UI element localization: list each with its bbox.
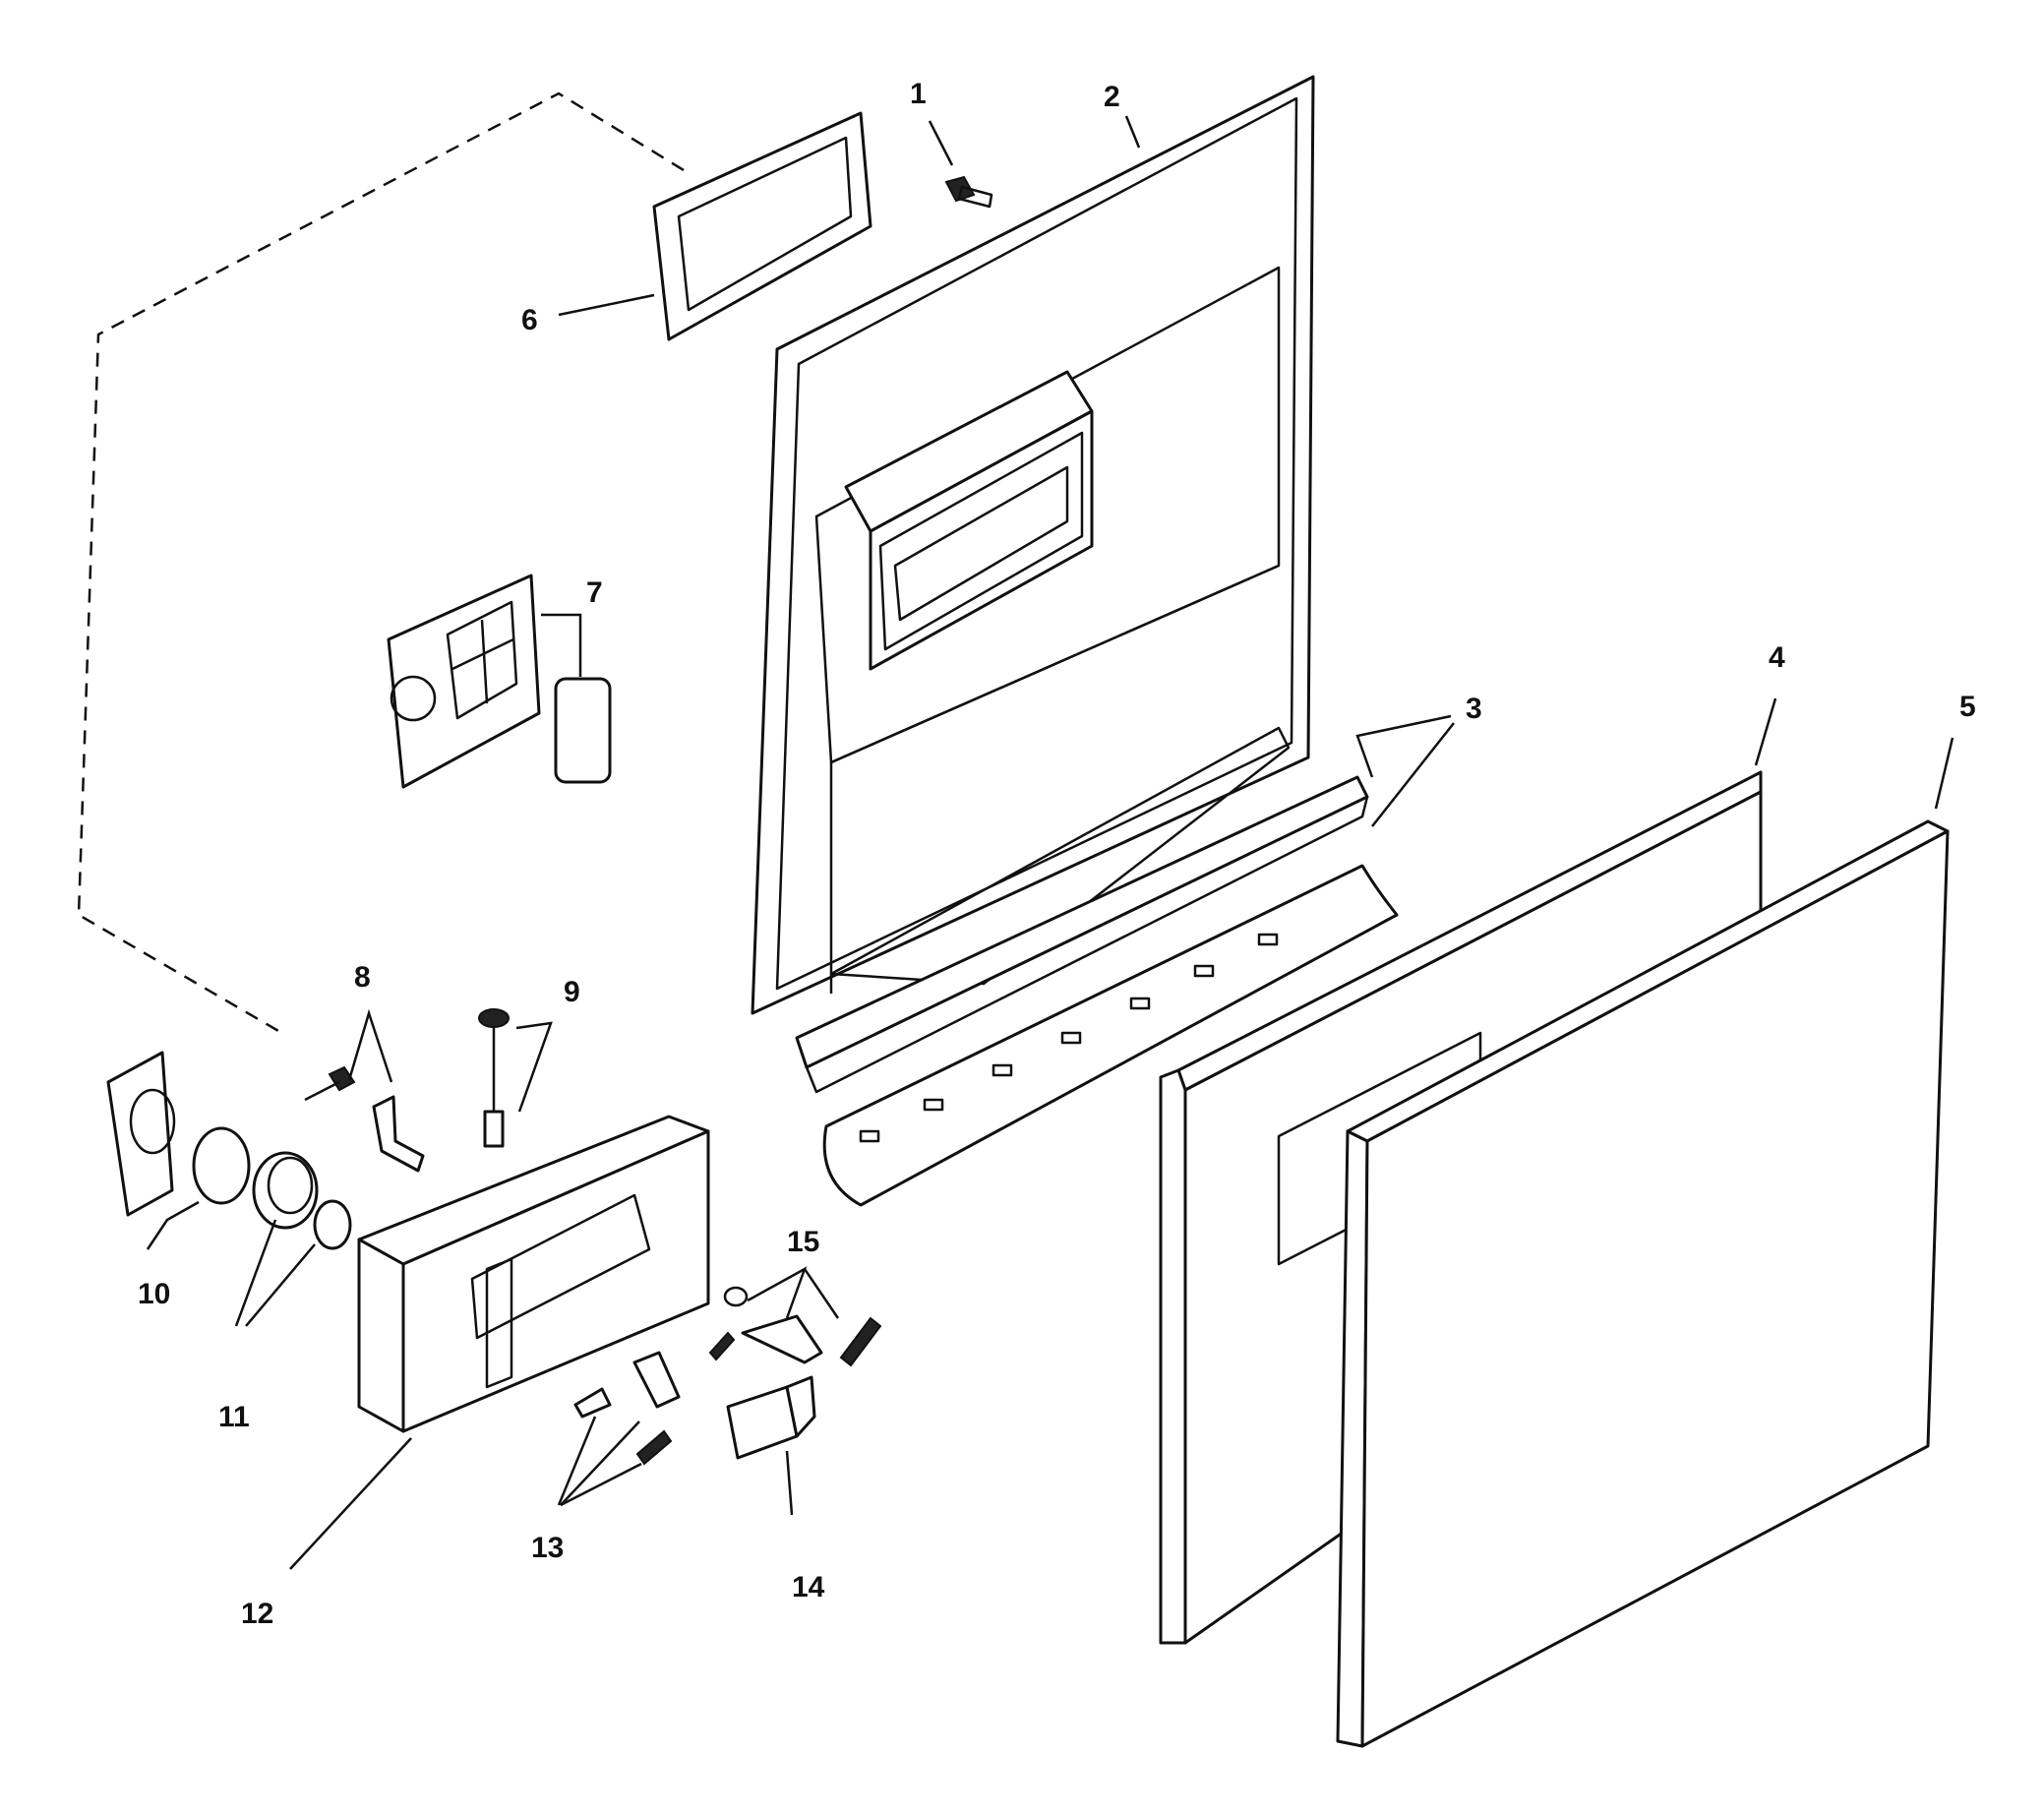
callout-2: 2 <box>1104 81 1120 113</box>
micro-switch <box>726 1375 816 1460</box>
callout-3: 3 <box>1466 693 1482 725</box>
door-trim-strip <box>795 775 1399 1207</box>
door-handle <box>106 1051 251 1217</box>
callout-7: 7 <box>586 576 603 609</box>
callout-1: 1 <box>910 78 927 110</box>
leader-lines <box>146 115 1954 1570</box>
callout-6: 6 <box>521 304 538 336</box>
callout-13: 13 <box>531 1532 564 1564</box>
rinse-aid-cap <box>387 574 612 789</box>
latch-knob <box>252 1151 352 1250</box>
latch-lever-spring <box>573 1331 736 1466</box>
screw-part <box>944 175 993 209</box>
switch-lever-spring <box>723 1286 882 1367</box>
dispenser-gasket <box>652 111 872 341</box>
callout-9: 9 <box>564 976 580 1008</box>
callout-8: 8 <box>354 961 371 994</box>
callout-4: 4 <box>1769 641 1785 674</box>
callout-12: 12 <box>241 1598 273 1630</box>
spring-lever <box>304 1065 425 1173</box>
callout-15: 15 <box>787 1226 819 1258</box>
callout-14: 14 <box>792 1571 825 1603</box>
front-door-panel <box>1336 819 1950 1748</box>
callout-11: 11 <box>218 1401 250 1433</box>
assembly-boundary-dashed <box>77 91 685 1037</box>
callout-5: 5 <box>1959 691 1976 723</box>
callout-labels: 1 2 3 4 5 6 7 8 9 10 11 12 13 14 15 <box>138 78 1976 1630</box>
plunger <box>478 1008 510 1148</box>
dispenser-housing <box>357 1115 710 1433</box>
inner-door-liner <box>751 75 1315 1015</box>
callout-10: 10 <box>138 1278 170 1310</box>
